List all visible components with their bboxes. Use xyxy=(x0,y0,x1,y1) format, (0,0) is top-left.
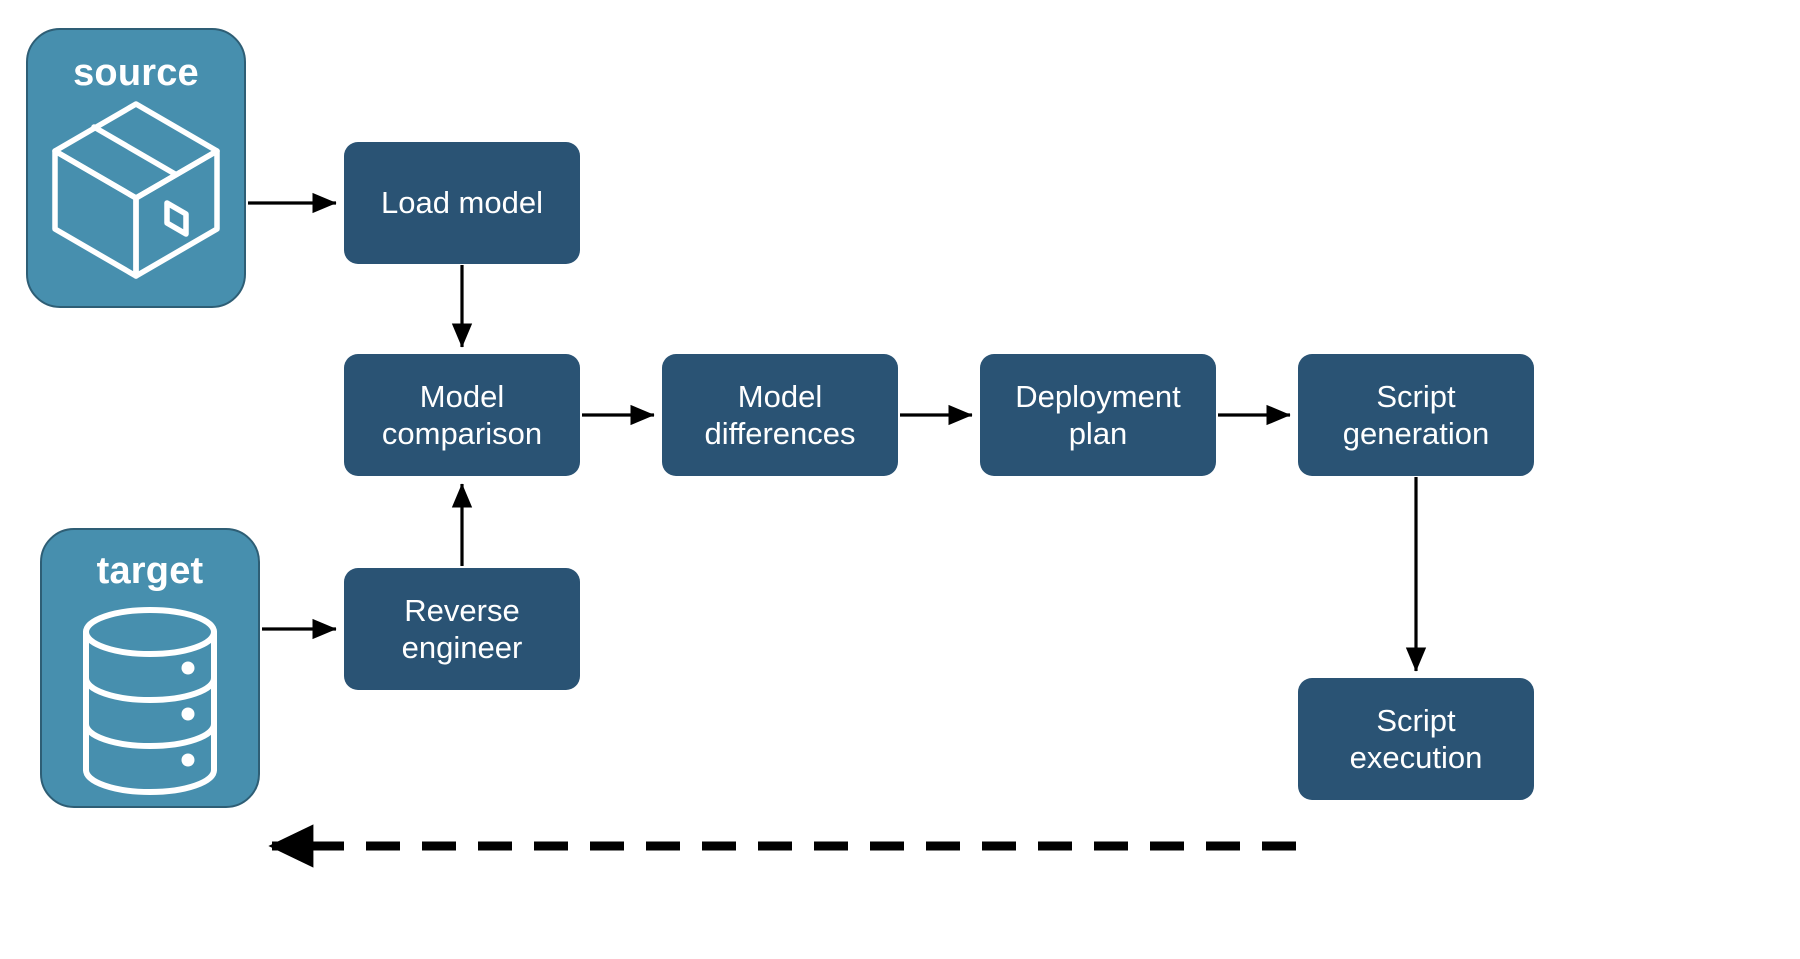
process-label-model-differences: Model differences xyxy=(704,378,856,451)
process-box-model-differences[interactable]: Model differences xyxy=(662,354,898,476)
process-box-deployment-plan[interactable]: Deployment plan xyxy=(980,354,1216,476)
endpoint-card-source[interactable]: source xyxy=(26,28,246,308)
process-label-deployment-plan: Deployment plan xyxy=(1015,378,1181,451)
process-label-script-generation: Script generation xyxy=(1342,378,1490,451)
process-box-reverse-engineer[interactable]: Reverse engineer xyxy=(344,568,580,690)
endpoint-card-target[interactable]: target xyxy=(40,528,260,808)
process-label-script-execution: Script execution xyxy=(1349,702,1483,775)
endpoint-label-target: target xyxy=(96,550,204,592)
process-box-script-execution[interactable]: Script execution xyxy=(1298,678,1534,800)
process-box-model-comparison[interactable]: Model comparison xyxy=(344,354,580,476)
endpoint-label-source: source xyxy=(73,52,199,94)
process-label-reverse-engineer: Reverse engineer xyxy=(401,592,523,665)
process-label-model-comparison: Model comparison xyxy=(381,378,543,451)
process-box-script-generation[interactable]: Script generation xyxy=(1298,354,1534,476)
process-label-load-model: Load model xyxy=(380,185,543,221)
package-box-icon xyxy=(52,101,220,279)
database-cylinder-icon xyxy=(83,607,217,795)
process-box-load-model[interactable]: Load model xyxy=(344,142,580,264)
